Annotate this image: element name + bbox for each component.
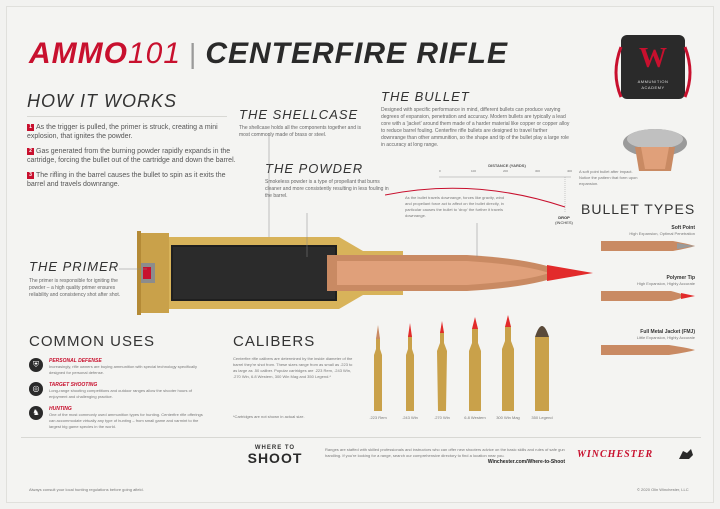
use-hunting: ♞ HUNTING One of the most commonly used … [29,406,219,430]
shield-icon: ⛨ [29,358,43,372]
primer-desc: The primer is responsible for igniting t… [29,278,121,298]
bullet-section: THE BULLET Designed with specific perfor… [381,89,571,149]
how-divider [27,116,227,117]
calibers-section: CALIBERS Centerfire rifle calibers are d… [233,333,357,420]
bullet-type-fmj: Full Metal Jacket (FMJ) Little Expansion… [585,329,695,358]
where-to-shoot-logo: WHERE TO SHOOT [247,445,303,466]
title-main: CENTERFIRE RIFLE [205,37,508,70]
primer-section: THE PRIMER The primer is responsible for… [29,259,135,299]
bullet-types-title: BULLET TYPES [581,201,696,217]
bullet-type-soft-point: Soft Point High Expansion, Optimal Penet… [585,225,695,254]
shellcase-desc: The shellcase holds all the components t… [239,125,362,138]
trajectory-distance-label: DISTANCE (YARDS) [488,163,526,168]
how-it-works-title: HOW IT WORKS [27,91,177,111]
soft-point-bullet-icon [601,241,695,251]
title-number: 101 [127,37,182,70]
target-icon: ◎ [29,382,43,396]
trajectory-curve [385,176,571,213]
bullet-type-polymer-tip: Polymer Tip High Expansion, Highly Accur… [585,275,695,304]
common-uses-section: COMMON USES ⛨ PERSONAL DEFENSE Increasin… [29,333,219,430]
powder-section: THE POWDER Smokeless powder is a type of… [265,161,389,200]
calibers-title: CALIBERS [233,333,316,350]
caliber-names: .223 Rem .243 Win .270 Win 6.8 Western 3… [369,415,553,420]
title-separator: | [189,38,198,69]
badge-text-1: AMMUNITION [637,79,669,84]
deer-icon: ♞ [29,406,43,420]
caliber-cartridges [374,315,549,411]
copyright: © 2020 Olin Winchester, LLC [637,487,689,492]
shellcase-section: THE SHELLCASE The shellcase holds all th… [239,107,371,139]
softpoint-note: A soft point bullet after impact. Notice… [579,169,638,186]
calibers-desc: Centerfire rifle calibers are determined… [233,356,353,379]
shellcase-title: THE SHELLCASE [239,107,359,122]
poster: AMMO101|CENTERFIRE RIFLE W AMMUNITION AC… [6,6,714,503]
common-uses-title: COMMON USES [29,333,156,350]
laurel-icon [614,46,692,98]
fmj-bullet-icon [601,345,695,355]
horse-rider-icon [679,449,693,459]
regulation-note: Always consult your local hunting regula… [29,487,144,492]
footer-divider [21,437,701,438]
drop-label: DROP (INCHES) [555,215,573,225]
winchester-logo: WINCHESTER [577,449,654,460]
primer-title: THE PRIMER [29,259,120,274]
bullet-types-section: BULLET TYPES [581,201,699,217]
powder-title: THE POWDER [265,161,364,176]
footer-info: Ranges are staffed with skilled professi… [325,447,565,465]
calibers-footnote: *Cartridges are not shown in actual size… [233,414,305,419]
page-title: AMMO101|CENTERFIRE RIFLE [29,37,508,71]
callout-lines [119,135,478,270]
use-target-shooting: ◎ TARGET SHOOTING Long-range shooting co… [29,382,219,400]
use-personal-defense: ⛨ PERSONAL DEFENSE Increasingly, rifle o… [29,358,219,376]
polymer-tip-bullet-icon [601,291,695,301]
title-ammo: AMMO [29,37,128,70]
powder-desc: Smokeless powder is a type of propellant… [265,179,389,199]
bullet-title: THE BULLET [381,89,470,104]
where-to-shoot-link[interactable]: Winchester.com/Where-to-Shoot [487,459,565,465]
academy-badge: W AMMUNITION ACADEMY [621,35,685,99]
cartridge-cutaway [137,231,593,315]
trajectory-ticks: 0 100 200 300 400 [439,169,573,173]
bullet-desc: Designed with specific performance in mi… [381,107,570,148]
badge-text-2: ACADEMY [641,85,665,90]
badge-w-logo: W [639,43,667,74]
trajectory-note: As the bullet travels downrange, forces … [405,195,505,218]
expanded-bullet-image [623,129,687,171]
